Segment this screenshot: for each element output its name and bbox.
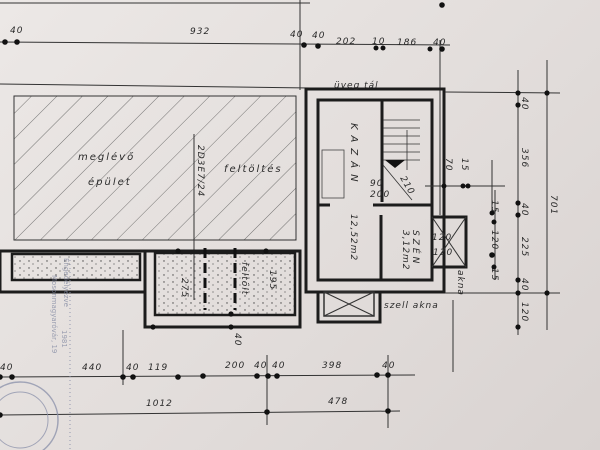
label-meglevo: meglévő (78, 151, 135, 163)
dim-right-40a: 40 (519, 97, 529, 110)
label-szen-area: 3,12m2 (400, 230, 410, 271)
boiler-unit (321, 149, 345, 199)
top-dimension-line: 40 932 40 40 202 10 186 40 (0, 0, 451, 215)
dim-bottom-40c: 40 (254, 361, 267, 371)
stamp-line-2: Mosonmagyaróvár, 19 (50, 275, 58, 353)
fill-strips: feltölt 195 275 40 (0, 248, 302, 346)
label-epulet: épület (88, 176, 132, 188)
dim-right-40b: 40 (519, 203, 529, 216)
dim-15c: 15 (489, 268, 499, 281)
dim-bottom-40e: 40 (382, 361, 395, 371)
dim-top-932: 932 (190, 27, 210, 37)
dim-right-356: 356 (519, 148, 529, 168)
dim-top-186: 186 (397, 38, 417, 48)
dim-200: 200 (370, 190, 390, 200)
approval-stamp: Engedélyezve Mosonmagyaróvár, 19 1981 (0, 258, 71, 450)
stair-arrow-icon (385, 160, 405, 168)
dim-bottom-200: 200 (225, 361, 245, 371)
dim-bottom-119: 119 (148, 363, 168, 373)
dim-bottom-398: 398 (322, 361, 342, 371)
label-akna: akna (455, 270, 465, 296)
dim-right-225: 225 (519, 237, 529, 257)
label-uveg-tal: üveg tál (334, 81, 379, 91)
dim-total-478: 478 (328, 397, 348, 407)
dim-right-120: 120 (519, 302, 529, 322)
stamp-line-3: 1981 (60, 330, 68, 348)
dim-top-202: 202 (336, 37, 356, 47)
dim-275: 275 (179, 278, 189, 298)
dim-top-40c: 40 (312, 31, 325, 41)
label-kazan: KAZÁN (348, 123, 361, 188)
dim-bottom-40a: 40 (0, 363, 13, 373)
dim-right-40c: 40 (519, 278, 529, 291)
label-kazan-area: 12,52m2 (348, 214, 358, 261)
dim-90: 90 (370, 179, 383, 189)
dim-120a: 120 (432, 233, 452, 243)
dim-bottom-40d: 40 (272, 361, 285, 371)
dim-top-40a: 40 (10, 26, 23, 36)
right-dimension-line: 40 356 40 225 40 120 701 70 15 15 120 15 (425, 60, 561, 335)
dim-top-40b: 40 (290, 30, 303, 40)
dim-total-1012: 1012 (146, 399, 173, 409)
dim-195: 195 (267, 270, 277, 290)
dim-120-right: 120 (489, 230, 499, 250)
dim-top-10: 10 (372, 37, 385, 47)
label-lot-code: 2D3E7/24 (195, 145, 205, 197)
dim-40-lower: 40 (232, 333, 242, 346)
dim-120b: 120 (433, 248, 453, 258)
dim-top-40d: 40 (433, 38, 446, 48)
dim-bottom-440: 440 (82, 363, 102, 373)
dim-15a: 15 (459, 158, 469, 171)
label-szell-akna: szell akna (384, 301, 439, 311)
dim-70: 70 (443, 158, 453, 171)
dim-right-701: 701 (548, 195, 558, 215)
label-szen: SZÉN (410, 230, 422, 266)
label-feltoltes: feltöltés (224, 163, 283, 175)
existing-building: meglévő épület feltöltés 2D3E7/24 (13, 95, 297, 300)
dim-bottom-40b: 40 (126, 363, 139, 373)
basement-plan: üveg tál KAZÁN 12,52m2 SZÉN 3,12m2 90 20… (304, 81, 468, 324)
bottom-dimension-lines: 40 440 40 119 200 40 40 398 40 1012 478 (0, 300, 454, 428)
label-feltolt: feltölt (239, 262, 249, 295)
stamp-line-1: Engedélyezve (62, 258, 70, 307)
dim-15b: 15 (489, 200, 499, 213)
